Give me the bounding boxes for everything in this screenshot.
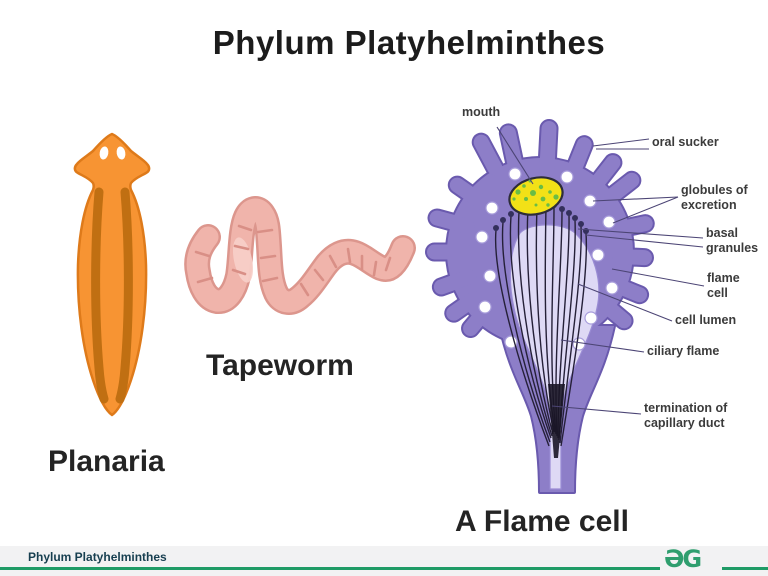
ciliary-flame-tip bbox=[548, 384, 565, 458]
planaria-illustration bbox=[73, 132, 151, 417]
footer-divider-left bbox=[0, 567, 660, 570]
planaria-stripes bbox=[91, 187, 133, 404]
geeksforgeeks-logo-icon: ƏG bbox=[664, 545, 702, 573]
footer-divider-right bbox=[722, 567, 768, 570]
planaria-body bbox=[73, 132, 151, 417]
annotation-mouth: mouth bbox=[462, 105, 501, 119]
footer-title: Phylum Platyhelminthes bbox=[28, 550, 167, 564]
planaria-eyes bbox=[99, 146, 126, 160]
annotation-termination-capillary-duct: termination of capillary duct bbox=[644, 401, 728, 430]
annotation-flame-cell: flame cell bbox=[707, 271, 740, 300]
planaria-caption: Planaria bbox=[48, 445, 165, 478]
tapeworm-segments bbox=[194, 224, 392, 297]
annotation-globules-of-excretion: globules of excretion bbox=[681, 183, 748, 212]
annotation-basal-granules: basal granules bbox=[706, 226, 759, 255]
mouth-nucleus bbox=[508, 176, 564, 216]
annotation-oral-sucker: oral sucker bbox=[652, 135, 719, 149]
tapeworm-body bbox=[186, 198, 414, 313]
tapeworm-illustration bbox=[184, 196, 416, 315]
flame-cell-illustration bbox=[425, 118, 705, 495]
annotation-ciliary-flame: ciliary flame bbox=[647, 344, 720, 358]
page-title: Phylum Platyhelminthes bbox=[212, 24, 606, 61]
leader-lines bbox=[496, 126, 705, 415]
footer-bar: Phylum Platyhelminthes ƏG bbox=[0, 545, 768, 576]
tapeworm-caption: Tapeworm bbox=[206, 349, 354, 382]
flame-cell-caption: A Flame cell bbox=[455, 505, 629, 538]
annotation-cell-lumen: cell lumen bbox=[675, 313, 737, 327]
globules-circles bbox=[475, 167, 619, 351]
